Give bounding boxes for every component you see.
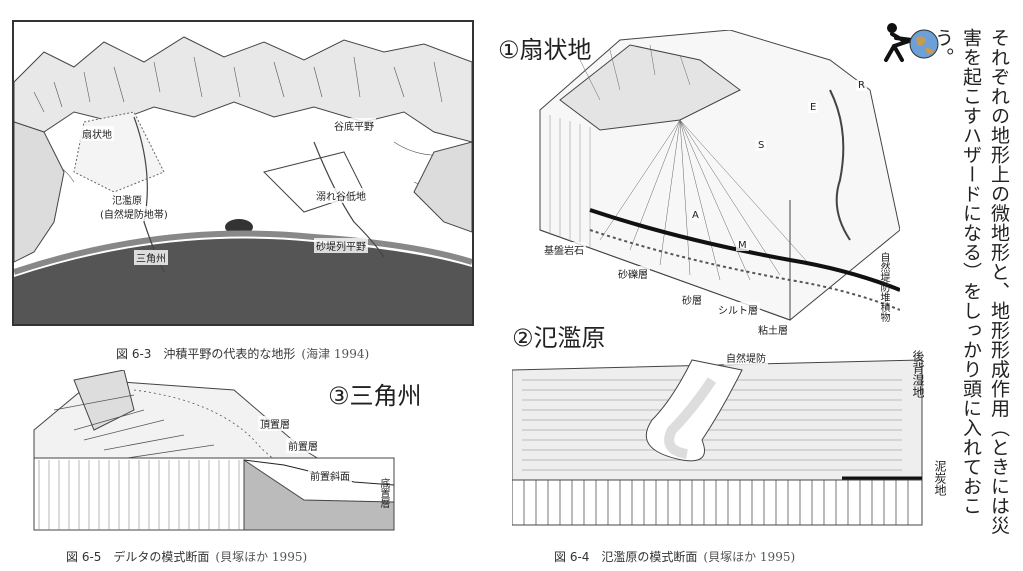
vertical-note: それぞれの地形上の微地形と、地形形成作用（ときには災害を起こすハザードになる）を…: [932, 28, 1010, 535]
label-sand: 砂層: [680, 292, 704, 307]
label-natural-levee: 自然堤防: [724, 350, 768, 365]
caption-source: (海津 1994): [301, 347, 370, 361]
label-r: R: [856, 80, 867, 91]
label-foreset-slope: 前置斜面: [308, 468, 352, 483]
caption-text: 図 6-3 沖積平野の代表的な地形: [116, 347, 296, 361]
person-pushing-globe-icon: [882, 20, 940, 64]
label-foreset: 前置層: [286, 438, 320, 453]
label-bottomset: 底置層: [378, 478, 389, 508]
caption-source: (貝塚ほか 1995): [215, 550, 308, 564]
label-levee-deposit: 自然堤防堆積物: [878, 252, 889, 322]
alluvial-plain-illustration: [14, 36, 472, 324]
figure-6-5: 頂置層 前置層 前置斜面 底置層: [14, 370, 404, 540]
fan-block-diagram: R S M A E 基盤岩石 砂礫層 砂層 シルト層 粘土層 自然堤防堆積物: [530, 30, 900, 340]
alluvial-fan-illustration: [539, 30, 900, 321]
figure-6-3-caption: 図 6-3 沖積平野の代表的な地形 (海津 1994): [116, 345, 369, 362]
label-e: E: [808, 102, 819, 113]
floodplain-cross-section: [512, 359, 923, 526]
label-backmarsh: 後背湿地: [911, 350, 925, 398]
label-floodplain: 氾濫原: [110, 192, 144, 207]
heading-floodplain: ②氾濫原: [512, 324, 606, 352]
label-valley-plain: 谷底平野: [332, 118, 376, 133]
figure-6-4: 自然堤防 後背湿地 泥炭地: [512, 350, 952, 540]
caption-text: 図 6-5 デルタの模式断面: [66, 550, 210, 564]
label-beach-ridge: 砂堤列平野: [314, 238, 368, 253]
figure-6-3: 扇状地 谷底平野 氾濫原 (自然堤防地帯) 溺れ谷低地 三角州 砂堤列平野: [12, 20, 474, 326]
heading-delta: ③三角州: [328, 382, 422, 410]
heading-fan: ①扇状地: [498, 36, 592, 64]
label-m: M: [736, 240, 749, 251]
label-a: A: [690, 210, 701, 221]
figure-6-4-caption: 図 6-4 氾濫原の模式断面 (貝塚ほか 1995): [554, 548, 795, 565]
label-levee-zone: (自然堤防地帯): [98, 206, 170, 221]
caption-text: 図 6-4 氾濫原の模式断面: [554, 550, 698, 564]
figure-6-5-caption: 図 6-5 デルタの模式断面 (貝塚ほか 1995): [66, 548, 307, 565]
label-s: S: [756, 140, 767, 151]
label-drowned-valley: 溺れ谷低地: [314, 188, 368, 203]
label-clay: 粘土層: [756, 322, 790, 337]
caption-source: (貝塚ほか 1995): [703, 550, 796, 564]
label-topset: 頂置層: [258, 416, 292, 431]
label-fan: 扇状地: [80, 126, 114, 141]
label-silt: シルト層: [716, 302, 760, 317]
label-bedrock: 基盤岩石: [542, 242, 586, 257]
label-peat: 泥炭地: [933, 460, 947, 496]
label-delta: 三角州: [134, 250, 168, 265]
label-gravel: 砂礫層: [616, 266, 650, 281]
